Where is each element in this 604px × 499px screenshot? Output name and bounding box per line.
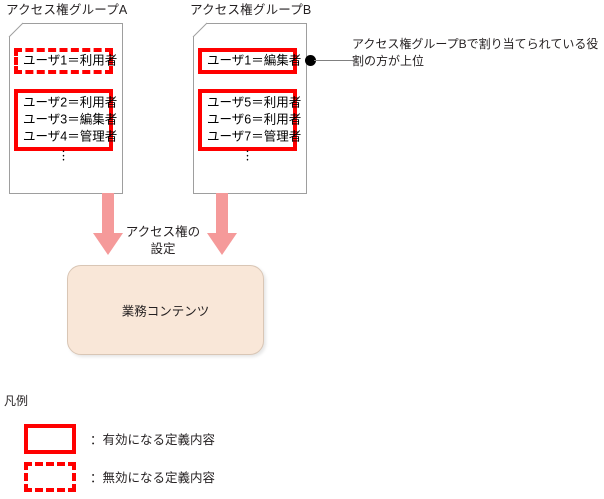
group-b-highlight-enabled-bottom-rows: ユーザ5＝利用者 ユーザ6＝利用者 ユーザ7＝管理者	[202, 95, 302, 146]
legend-label-disabled: ：無効になる定義内容	[90, 471, 216, 485]
business-content-label: 業務コンテンツ	[121, 304, 210, 319]
flow-caption-line-1: アクセス権の	[125, 225, 201, 239]
group-b-ellipsis: ︙	[198, 149, 297, 163]
list-item: ユーザ4＝管理者	[23, 129, 118, 144]
legend-title: 凡例	[4, 394, 29, 408]
flow-caption-line-2: 設定	[150, 242, 176, 256]
callout-note: アクセス権グループBで割り当てられている役割の方が上位	[352, 37, 599, 68]
ellipsis-glyph: ︙	[57, 149, 70, 163]
callout-anchor-dot-icon	[305, 55, 316, 66]
group-b-highlight-enabled-top: ユーザ1＝編集者	[198, 48, 302, 74]
ellipsis-glyph: ︙	[241, 149, 254, 163]
group-b-highlight-enabled-top-rows: ユーザ1＝編集者	[202, 53, 302, 70]
list-item: ユーザ3＝編集者	[23, 112, 118, 127]
flow-caption: アクセス権の 設定	[110, 224, 216, 258]
legend-swatch-dashed-icon	[24, 462, 76, 492]
list-item: ユーザ2＝利用者	[23, 95, 118, 110]
group-a-highlight-disabled: ユーザ1＝利用者	[14, 48, 118, 74]
list-item: ユーザ1＝利用者	[23, 53, 118, 68]
group-a-highlight-enabled: ユーザ2＝利用者 ユーザ3＝編集者 ユーザ4＝管理者	[14, 89, 118, 151]
access-setting-arrow-left-icon	[93, 193, 123, 255]
access-setting-arrow-right-icon	[207, 193, 237, 255]
group-b-highlight-enabled-bottom: ユーザ5＝利用者 ユーザ6＝利用者 ユーザ7＝管理者	[198, 89, 302, 151]
list-item: ユーザ7＝管理者	[207, 129, 302, 144]
group-a-title: アクセス権グループA	[6, 3, 128, 17]
list-item: ユーザ6＝利用者	[207, 112, 302, 127]
group-a-highlight-enabled-rows: ユーザ2＝利用者 ユーザ3＝編集者 ユーザ4＝管理者	[18, 95, 118, 146]
group-a-ellipsis: ︙	[14, 149, 113, 163]
list-item: ユーザ1＝編集者	[207, 53, 302, 68]
list-item: ユーザ5＝利用者	[207, 95, 302, 110]
business-content-box: 業務コンテンツ	[67, 265, 264, 355]
callout-leader-line	[314, 60, 355, 61]
legend-label-enabled: ：有効になる定義内容	[90, 433, 216, 447]
legend-swatch-solid-icon	[24, 424, 76, 454]
group-a-highlight-disabled-rows: ユーザ1＝利用者	[18, 53, 118, 70]
group-b-title: アクセス権グループB	[190, 3, 312, 17]
